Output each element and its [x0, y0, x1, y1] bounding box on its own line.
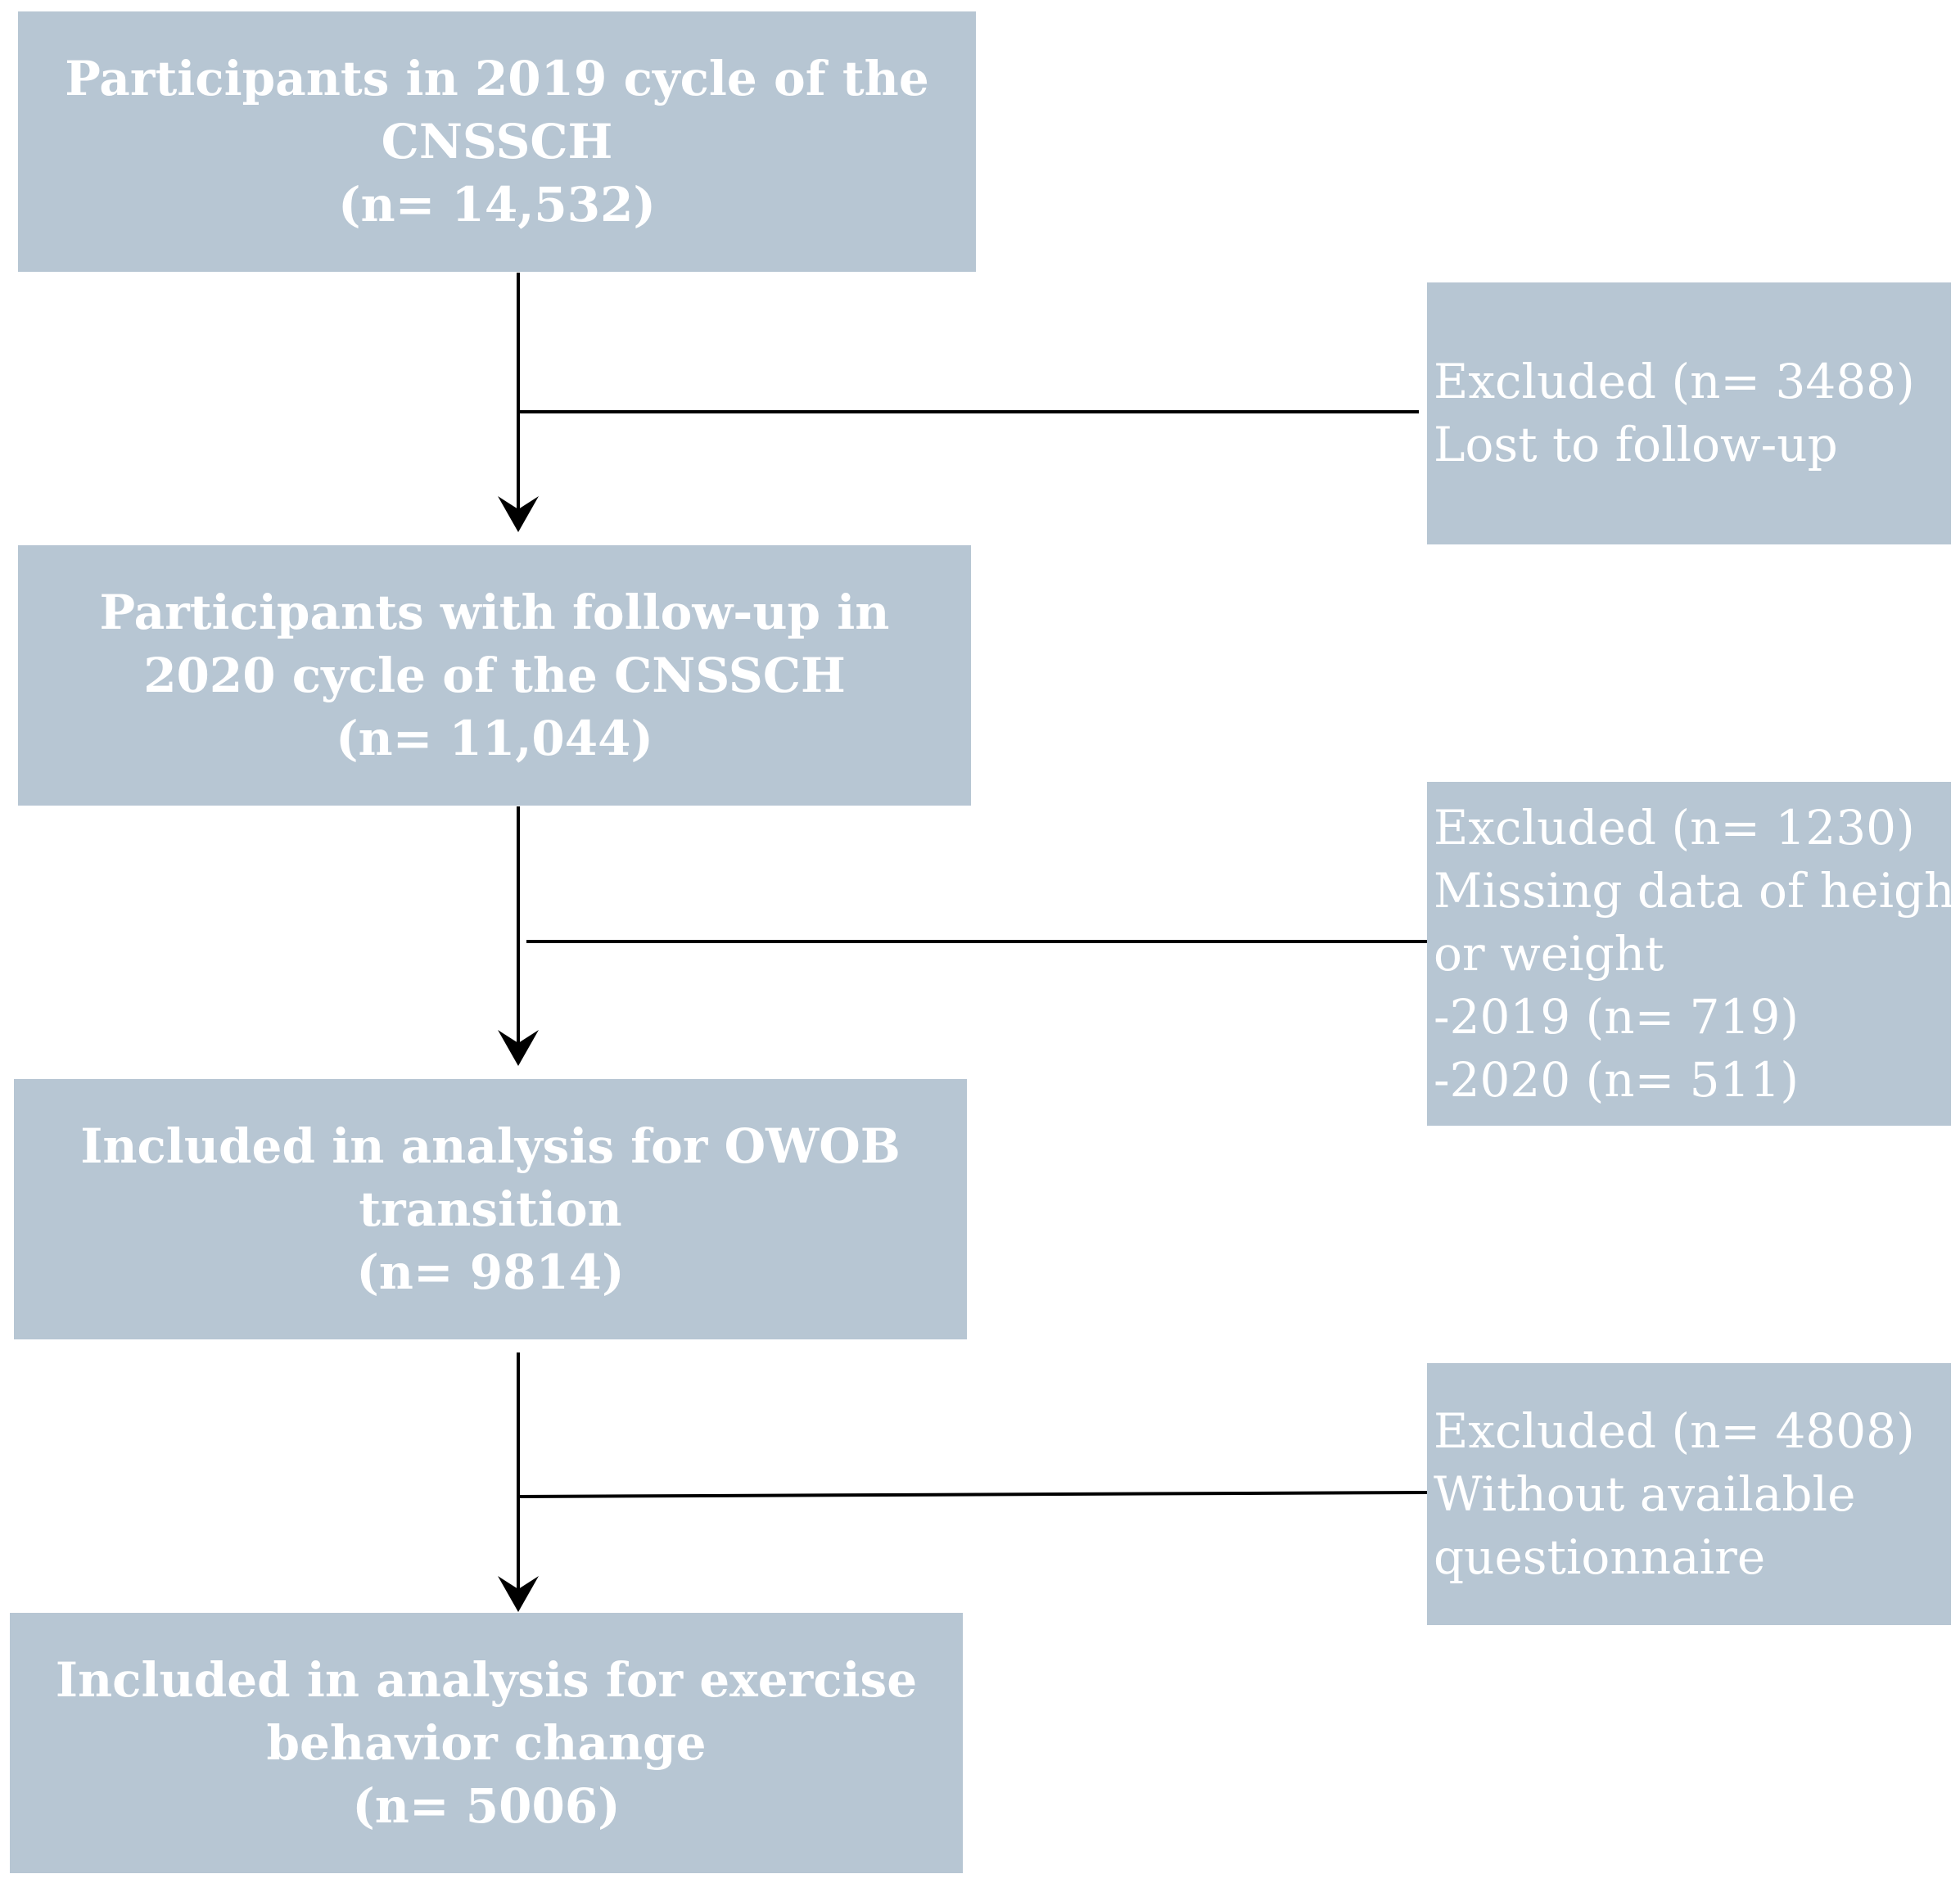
box-participants-2019: Participants in 2019 cycle of the CNSSCH…: [18, 11, 976, 272]
arrowhead-2: [498, 1030, 539, 1066]
box-excluded-questionnaire: Excluded (n= 4808) Without available que…: [1427, 1363, 1951, 1625]
box-included-owob-line-2: transition: [359, 1181, 622, 1237]
box-excluded-missing-data-line-4: -2019 (n= 719): [1434, 988, 1799, 1045]
box-included-exercise-line-1: Included in analysis for exercise: [55, 1651, 918, 1708]
box-included-exercise-line-3: (n= 5006): [352, 1777, 621, 1834]
box-participants-2020-line-3: (n= 11,044): [336, 710, 653, 766]
box-included-owob-line-3: (n= 9814): [356, 1244, 625, 1300]
box-participants-2019-line-1: Participants in 2019 cycle of the: [65, 50, 929, 106]
box-excluded-questionnaire-line-2: Without available: [1434, 1465, 1856, 1522]
box-included-owob-line-1: Included in analysis for OWOB: [80, 1118, 901, 1174]
box-participants-2019-line-2: CNSSCH: [381, 113, 613, 169]
box-excluded-lost-followup-line-1: Excluded (n= 3488): [1434, 354, 1915, 409]
box-included-exercise-line-2: behavior change: [266, 1714, 707, 1771]
box-excluded-missing-data-line-5: -2020 (n= 511): [1434, 1051, 1799, 1108]
box-participants-2020-line-1: Participants with follow-up in: [99, 584, 890, 640]
box-participants-2019-line-3: (n= 14,532): [338, 176, 656, 233]
box-participants-2020-line-2: 2020 cycle of the CNSSCH: [143, 647, 846, 703]
arrowhead-1: [498, 496, 539, 532]
box-excluded-questionnaire-line-3: questionnaire: [1434, 1529, 1766, 1585]
box-excluded-lost-followup: Excluded (n= 3488) Lost to follow-up: [1427, 282, 1951, 544]
arrowhead-3: [498, 1576, 539, 1612]
box-excluded-missing-data-line-2: Missing data of height: [1434, 862, 1951, 919]
box-excluded-missing-data-line-1: Excluded (n= 1230): [1434, 799, 1915, 856]
box-excluded-questionnaire-line-1: Excluded (n= 4808): [1434, 1402, 1915, 1459]
branch-line-3: [517, 1491, 1428, 1498]
box-included-exercise: Included in analysis for exercise behavi…: [10, 1613, 963, 1873]
box-participants-2020: Participants with follow-up in 2020 cycl…: [18, 545, 971, 806]
box-included-owob: Included in analysis for OWOB transition…: [14, 1079, 967, 1339]
box-excluded-missing-data-line-3: or weight: [1434, 925, 1664, 982]
box-excluded-lost-followup-line-2: Lost to follow-up: [1434, 417, 1838, 472]
box-excluded-missing-data: Excluded (n= 1230) Missing data of heigh…: [1427, 782, 1951, 1126]
